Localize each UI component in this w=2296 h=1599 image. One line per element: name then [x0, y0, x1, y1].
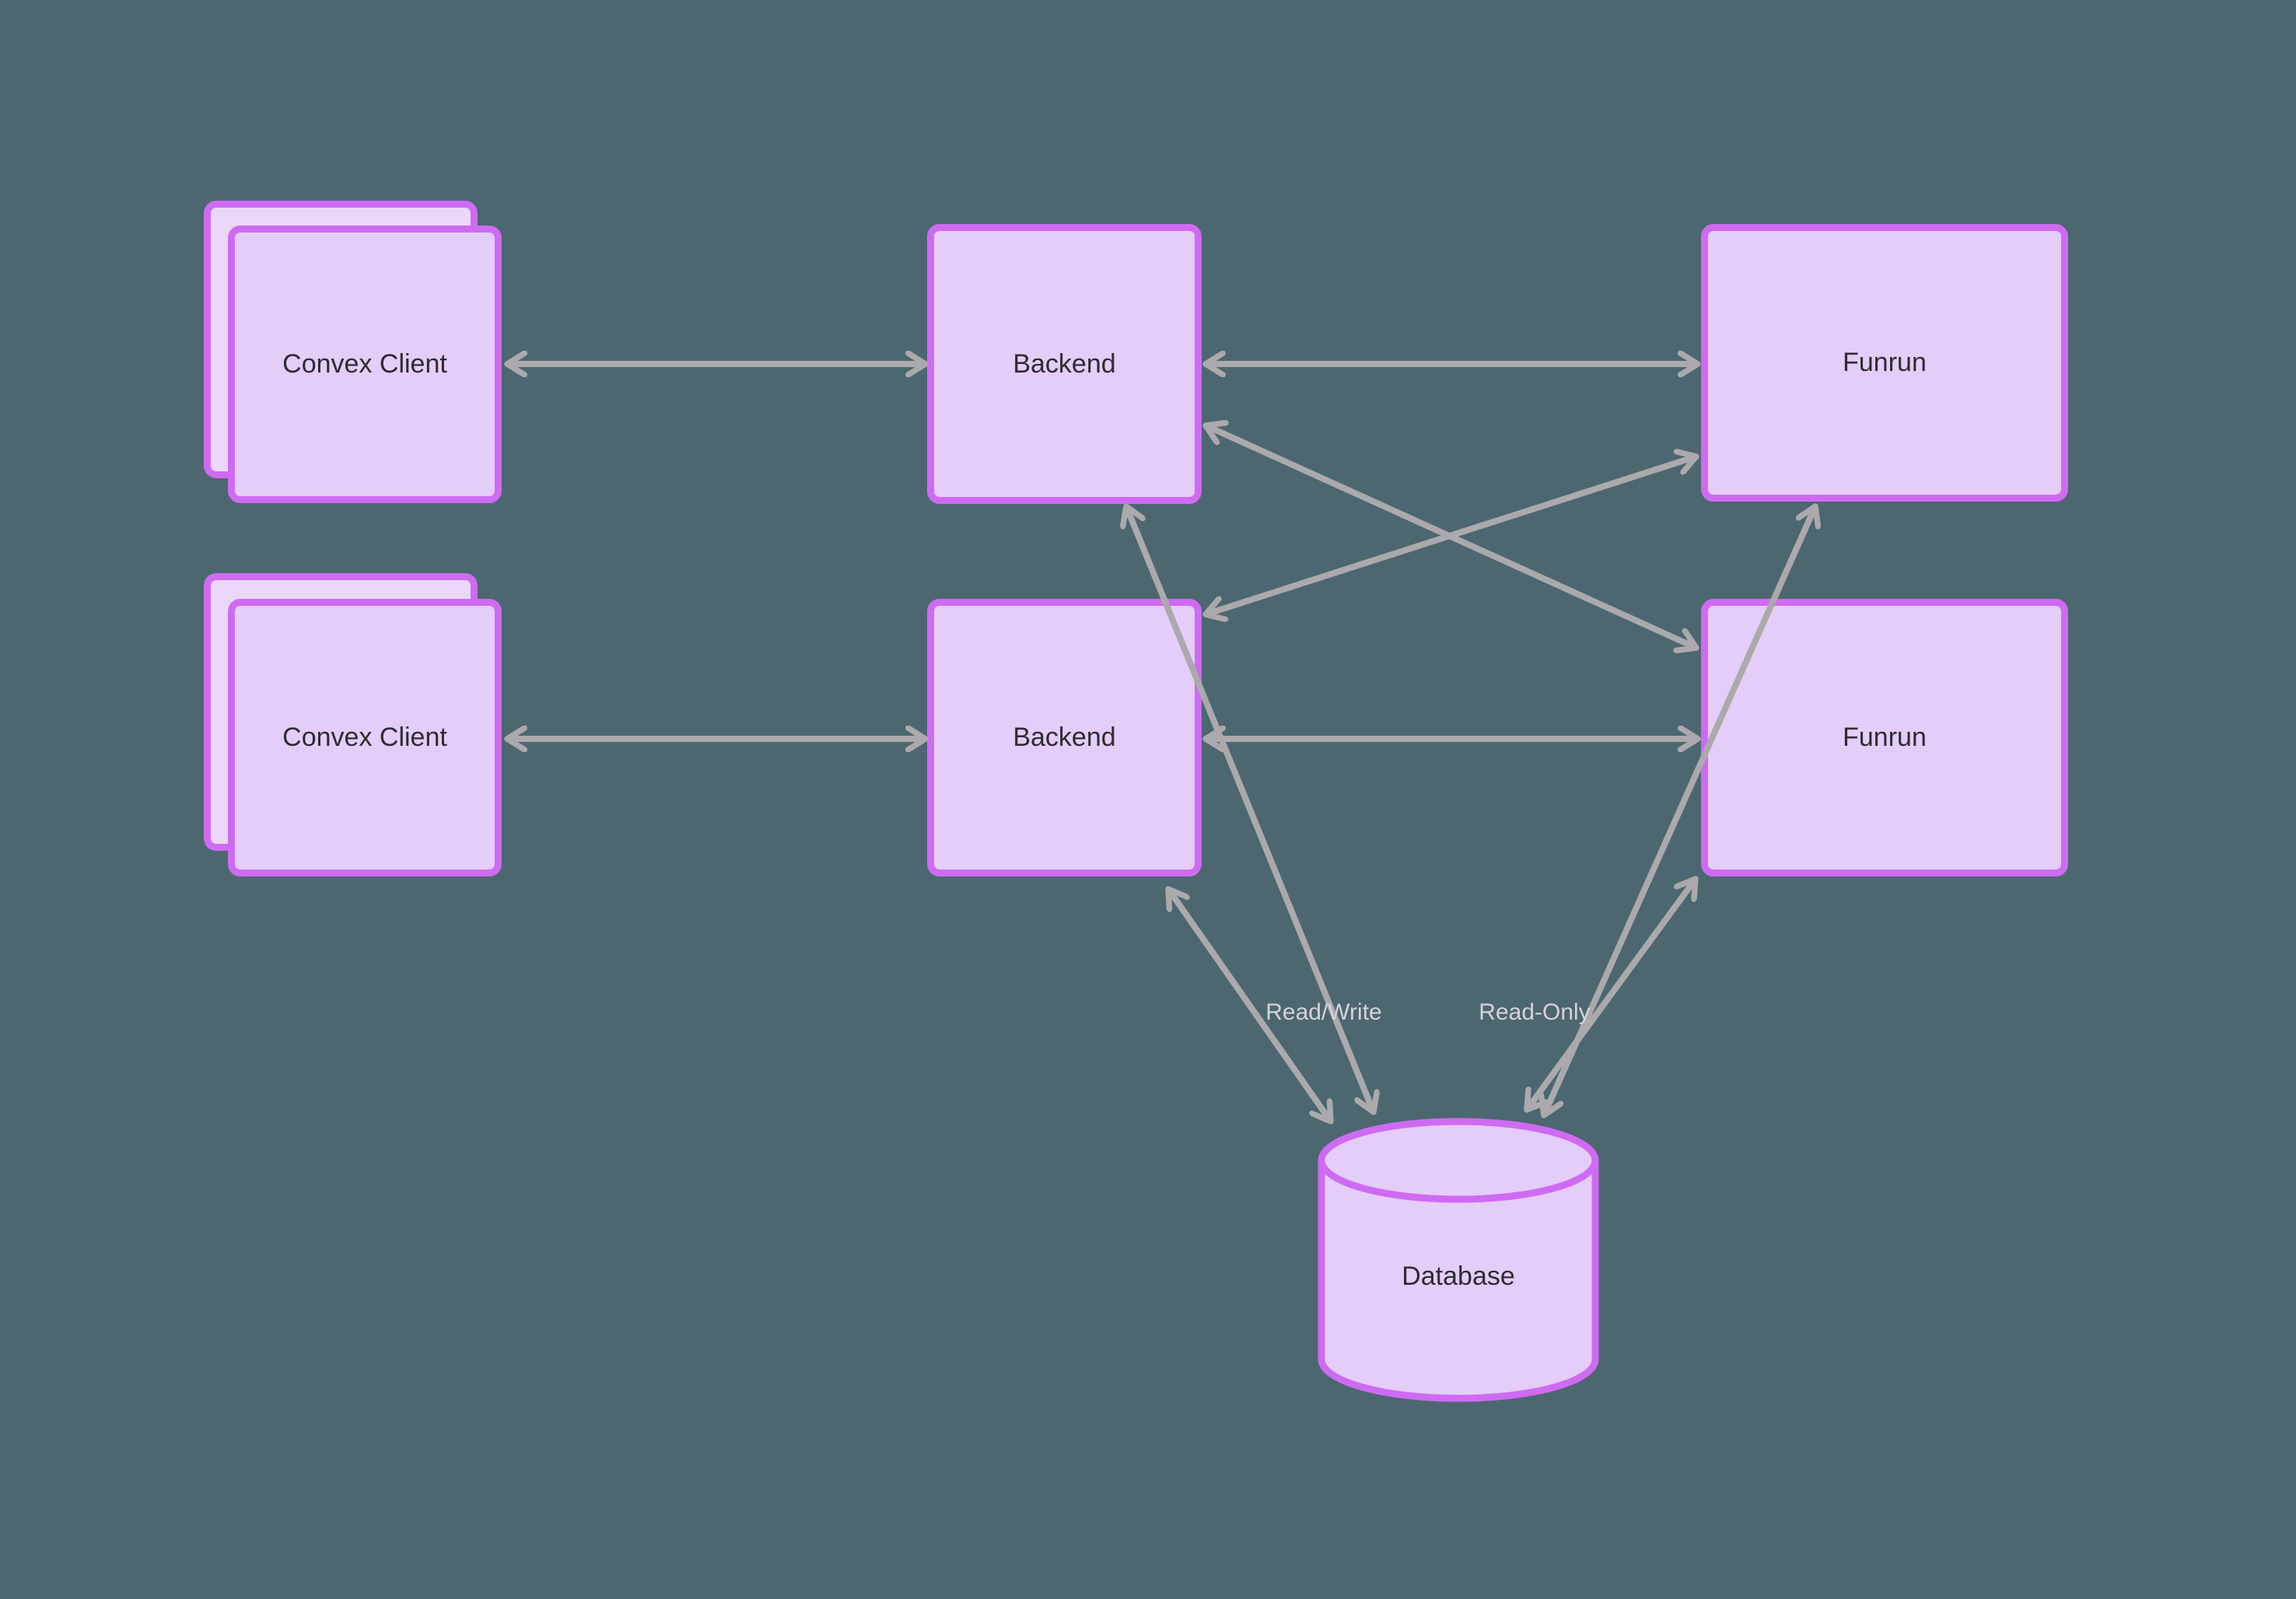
node-backend-bottom-label: Backend — [1013, 723, 1116, 752]
edge-label-read-write: Read/Write — [1265, 999, 1382, 1025]
node-convex-client-top: Convex Client — [228, 226, 502, 503]
edge-backend-bottom-funrun-top — [1206, 457, 1696, 614]
database-cylinder — [1318, 1118, 1599, 1402]
node-funrun-bottom: Funrun — [1701, 599, 2068, 876]
node-funrun-top: Funrun — [1701, 224, 2068, 502]
node-convex-client-bottom: Convex Client — [228, 599, 502, 876]
node-funrun-top-label: Funrun — [1843, 348, 1927, 377]
node-funrun-bottom-label: Funrun — [1843, 723, 1927, 752]
node-convex-client-top-label: Convex Client — [282, 349, 447, 379]
node-backend-top-label: Backend — [1013, 348, 1116, 379]
node-database-label: Database — [1402, 1261, 1515, 1291]
node-convex-client-bottom-label: Convex Client — [282, 723, 447, 752]
edge-funrun-bottom-database — [1527, 879, 1696, 1110]
edge-backend-top-funrun-bottom — [1206, 425, 1696, 648]
node-backend-top: Backend — [927, 224, 1202, 504]
edge-label-read-only: Read-Only — [1479, 999, 1591, 1025]
node-backend-bottom: Backend — [927, 599, 1202, 876]
